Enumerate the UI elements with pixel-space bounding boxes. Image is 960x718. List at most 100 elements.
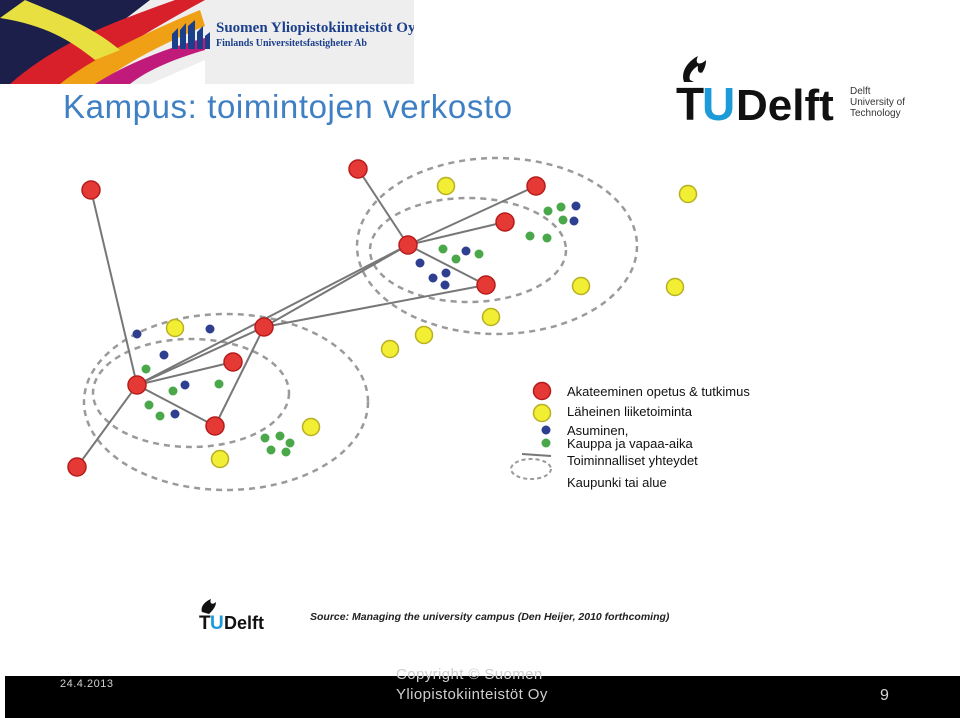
org-name: Suomen Yliopistokiinteistöt Oy [216,20,414,36]
academic-nodes [67,159,546,477]
yellow-node [571,276,591,296]
blue-node [132,329,142,339]
link [263,284,487,328]
green-node [144,400,154,410]
blue-node [441,268,451,278]
red-node [205,416,225,436]
tu-letters-u: U [702,78,735,130]
green-node [542,233,552,243]
source-citation: Source: Managing the university campus (… [310,611,670,623]
green-node [266,445,276,455]
yellow-node [678,184,698,204]
page-number: 9 [880,687,889,704]
legend-label-academic: Akateeminen opetus & tutkimus [567,384,750,399]
green-node [260,433,270,443]
region-ellipse-outer-top [355,156,639,336]
legend-line-swatch [521,453,552,457]
blue-node [180,380,190,390]
blue-node [170,409,180,419]
link [407,244,487,286]
retail-leisure-nodes [141,202,568,457]
small-tu-u: U [210,613,224,634]
red-node [223,352,243,372]
small-tu-t: T [199,613,211,634]
link [357,168,409,246]
tud-line1: Delft [850,86,871,97]
region-ellipse-inner-top [368,196,568,304]
tu-delft-logo: T U Delft Delft University of Technology [672,52,922,132]
legend-label-retail: Kauppa ja vapaa-aika [567,436,693,451]
green-node [285,438,295,448]
blue-node [569,216,579,226]
red-node [526,176,546,196]
link [136,361,234,386]
flame-icon [683,56,706,82]
region-ellipse-inner-bottom [91,337,291,449]
blue-node [440,280,450,290]
yellow-node [665,277,685,297]
housing-nodes [132,201,581,419]
org-subtitle: Finlands Universitetsfastigheter Ab [216,38,367,49]
red-node [495,212,515,232]
tu-delft-small-logo: T U Delft [199,599,264,634]
link [136,326,265,386]
link [90,189,138,386]
university-buildings-icon [172,20,210,49]
green-node [275,431,285,441]
functional-connections [76,168,537,468]
yellow-node [481,307,501,327]
yellow-node [414,325,434,345]
green-node [451,254,461,264]
footer-date: 24.4.2013 [60,678,114,690]
red-node [398,235,418,255]
red-node [67,457,87,477]
red-node [127,375,147,395]
green-node [438,244,448,254]
green-node [155,411,165,421]
green-node [281,447,291,457]
tud-line2: University of [850,97,906,108]
link [263,244,409,328]
green-node [525,231,535,241]
legend-green-swatch [541,438,551,448]
small-delft: Delft [224,613,264,633]
legend-red-swatch [532,381,552,401]
green-node [543,206,553,216]
legend-label-connections: Toiminnalliset yhteydet [567,453,698,468]
blue-node [461,246,471,256]
green-node [556,202,566,212]
slide-title: Kampus: toimintojen verkosto [63,88,513,125]
tud-line3: Technology [850,108,901,119]
legend-symbols [510,381,552,480]
yellow-node [436,176,456,196]
green-node [474,249,484,259]
blue-node [415,258,425,268]
green-node [214,379,224,389]
legend-label-housing: Asuminen, [567,423,629,438]
red-node [348,159,368,179]
logo-banner: Suomen Yliopistokiinteistöt Oy Finlands … [0,0,414,84]
legend-label-region: Kaupunki tai alue [567,475,667,490]
link [407,221,506,246]
tu-letters-t: T [676,78,704,130]
red-node [254,317,274,337]
green-node [141,364,151,374]
blue-node [428,273,438,283]
footer-copyright: Copyright © Suomen Yliopistokiinteistöt … [396,666,548,703]
tu-delft-wordmark: T U Delft [676,78,834,130]
legend-ellipse-swatch [510,458,552,480]
blue-node [571,201,581,211]
legend-blue-swatch [541,425,551,435]
legend-yellow-swatch [532,403,552,423]
red-node [81,180,101,200]
business-nodes [165,176,698,469]
yellow-node [380,339,400,359]
region-ellipse-outer-bottom [82,312,370,492]
yellow-node [301,417,321,437]
green-node [558,215,568,225]
link [407,185,537,246]
delft-letters: Delft [736,81,834,130]
blue-node [205,324,215,334]
legend-label-business: Läheinen liiketoiminta [567,404,693,419]
